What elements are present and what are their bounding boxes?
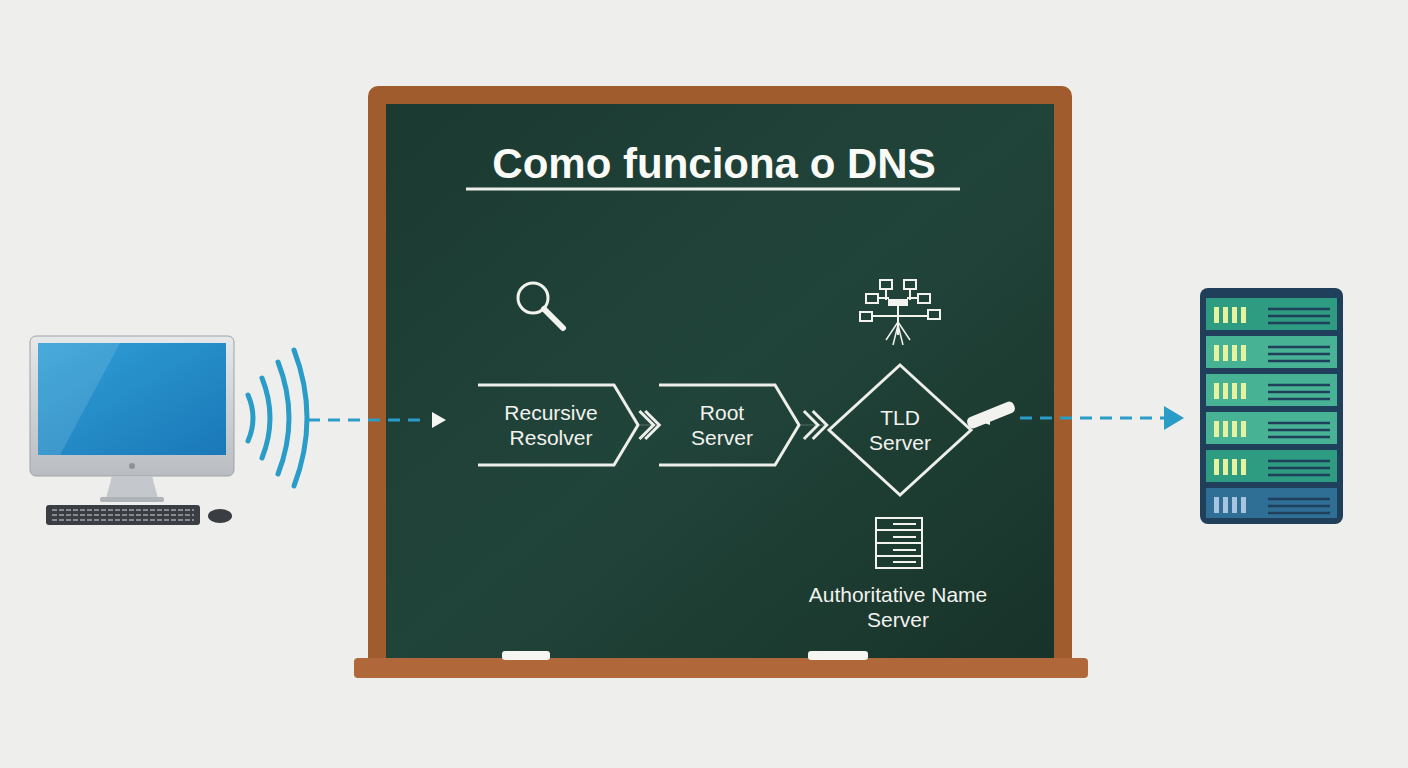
chalk-stick <box>966 400 1017 430</box>
signal-waves <box>248 350 307 486</box>
process-chevron: Recursive Resolver <box>476 383 640 467</box>
process-chevron: Root Server <box>657 383 801 467</box>
arrowhead <box>1164 406 1184 430</box>
title: Como funciona o DNS <box>404 140 1024 188</box>
dashed-link <box>308 419 428 422</box>
chalkboard <box>354 86 1088 678</box>
caption-label: Authoritative Name Server <box>798 582 998 632</box>
arrowhead <box>432 412 446 428</box>
node-outline <box>827 363 973 497</box>
computer-illustration <box>30 336 234 525</box>
network-icon <box>860 280 940 345</box>
node-label: TLD Server <box>860 405 940 455</box>
server-rack <box>1200 288 1343 524</box>
flow-connector <box>639 411 659 439</box>
node-label: Recursive Resolver <box>491 400 611 450</box>
magnifier-icon <box>518 283 563 328</box>
flow-connector <box>801 411 827 439</box>
title-underline <box>466 188 960 191</box>
dashed-link <box>1020 417 1168 420</box>
node-outline <box>476 383 640 467</box>
node-outline <box>657 383 801 467</box>
node-label: Root Server <box>672 400 772 450</box>
decision-diamond: TLD Server <box>827 363 973 497</box>
server-icon <box>876 518 922 568</box>
